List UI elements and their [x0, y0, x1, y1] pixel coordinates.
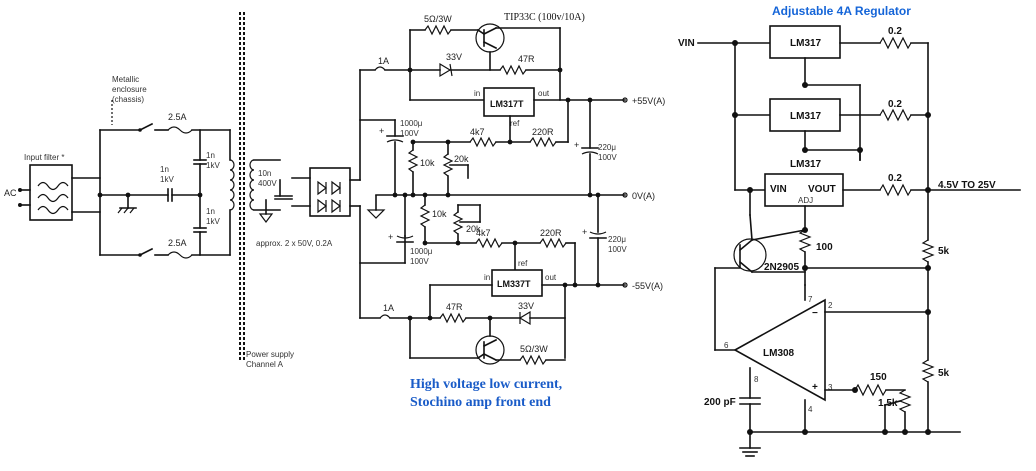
lm317t-in: in — [474, 89, 480, 98]
r150: 150 — [870, 372, 887, 383]
transistor-label: 2N2905 — [764, 262, 799, 273]
pot20k-bot: 20k — [466, 224, 481, 234]
r220-bot: 220R — [540, 228, 562, 238]
adj-pin: ADJ — [798, 196, 813, 205]
vminus-label: -55V(A) — [632, 281, 663, 291]
r02-b: 0.2 — [888, 99, 902, 110]
pin-6: 6 — [724, 341, 729, 350]
fuse-1a-bot: 1A — [383, 303, 394, 313]
vin-pin: VIN — [770, 184, 787, 195]
r4k7-top: 4k7 — [470, 127, 485, 137]
right-title: Adjustable 4A Regulator — [772, 4, 911, 18]
r10k-top: 10k — [420, 158, 435, 168]
pin-4: 4 — [808, 405, 813, 414]
fuse-1a-top: 1A — [378, 56, 389, 66]
lm317t-label: LM317T — [490, 99, 524, 109]
lm317t-box — [483, 87, 535, 117]
opamp-minus: − — [812, 308, 818, 319]
vout-pin: VOUT — [808, 184, 836, 195]
lm308-opamp — [733, 298, 826, 402]
pot-1-5k: 1.5k — [878, 398, 898, 409]
opamp-label: LM308 — [763, 348, 795, 359]
vplus-label: +55V(A) — [632, 96, 665, 106]
lm317t-out: out — [538, 89, 550, 98]
input-filter-block: Input filter * AC — [4, 153, 73, 221]
plus-sign-d: + — [582, 227, 587, 237]
left-caption: High voltage low current, Stochino amp f… — [410, 377, 562, 410]
pot20k-top: 20k — [454, 154, 469, 164]
lm337t-out: out — [545, 273, 557, 282]
r47-bot: 47R — [446, 302, 463, 312]
r5k-a: 5k — [938, 246, 950, 257]
right-regulator: VIN LM317 LM317 LM317 VIN VOUT ADJ 0.2 0… — [678, 25, 1021, 457]
input-filter-label: Input filter * — [24, 153, 64, 162]
left-junctions — [97, 67, 601, 321]
lm317t-ref: ref — [510, 119, 520, 128]
ac-label: AC — [4, 188, 17, 198]
right-junctions — [732, 40, 931, 435]
positive-regulator: 1A 5Ω/3W TIP33C (100v/10A) 33V 47R LM317… — [359, 12, 665, 196]
r02-c: 0.2 — [888, 173, 902, 184]
lm317-a: LM317 — [790, 38, 822, 49]
r5k-b: 5k — [938, 368, 950, 379]
plus-sign-b: + — [574, 140, 579, 150]
tip33c-label: TIP33C (100v/10A) — [504, 12, 585, 23]
pin-2: 2 — [828, 301, 833, 310]
fuse-top-label: 2.5A — [168, 112, 187, 122]
lm337t-label: LM337T — [497, 279, 531, 289]
plus-sign-a: + — [379, 126, 384, 136]
input-filter-box — [29, 164, 73, 221]
cap-200pf: 200 pF — [704, 397, 736, 408]
pin-3: 3 — [828, 383, 833, 392]
fuse-bot-label: 2.5A — [168, 238, 187, 248]
lm317-b: LM317 — [790, 111, 822, 122]
zener-top: 33V — [446, 52, 462, 62]
caption-line-2: Stochino amp front end — [410, 395, 551, 410]
v0-label: 0V(A) — [632, 191, 655, 201]
bridge-rectifier — [291, 69, 361, 319]
lm317-a-box — [769, 25, 841, 59]
r02-a: 0.2 — [888, 26, 902, 37]
output-label: 4.5V TO 25V — [938, 180, 996, 191]
opamp-plus: + — [812, 382, 818, 393]
r4k7-bot: 4k7 — [476, 228, 491, 238]
ground-0v — [366, 195, 386, 219]
lm337t-box — [491, 269, 543, 297]
zener-bot: 33V — [518, 301, 534, 311]
r47-top: 47R — [518, 54, 535, 64]
transformer-label: approx. 2 x 50V, 0.2A — [256, 239, 333, 248]
pin-8: 8 — [754, 375, 759, 384]
lm337t-ref: ref — [518, 259, 528, 268]
zero-volt-rail: 0V(A) — [375, 191, 655, 201]
lm317-c: LM317 — [790, 159, 822, 170]
r220-top: 220R — [532, 127, 554, 137]
vin-label: VIN — [678, 38, 695, 49]
r-5ohm-bot: 5Ω/3W — [520, 344, 548, 354]
r-5ohm-top: 5Ω/3W — [424, 14, 452, 24]
r10k-bot: 10k — [432, 209, 447, 219]
caption-line-1: High voltage low current, — [410, 377, 562, 392]
r100: 100 — [816, 242, 833, 253]
lm337t-in: in — [484, 273, 490, 282]
plus-sign-c: + — [388, 232, 393, 242]
pin-7: 7 — [808, 295, 813, 304]
